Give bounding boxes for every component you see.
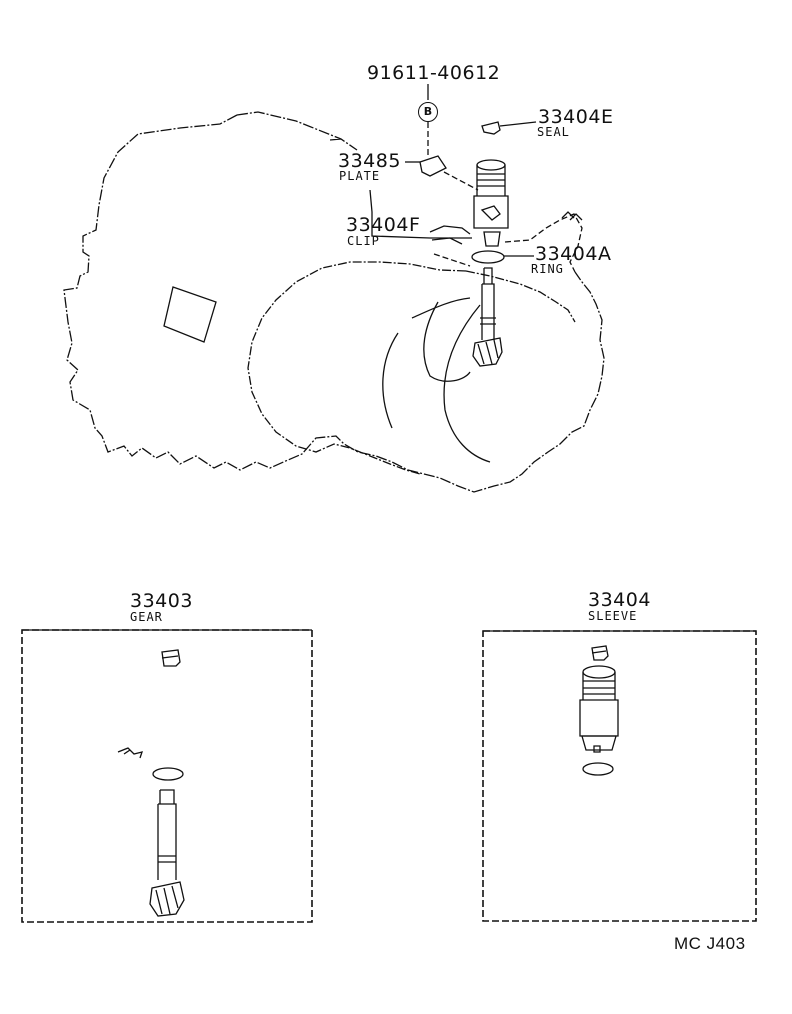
case-rib-curve <box>412 298 470 318</box>
sleeve-assembly <box>474 160 508 246</box>
sleeve-kit-ring <box>583 763 613 775</box>
case-rib-curve <box>444 305 490 462</box>
clip-part-name: CLIP <box>347 234 380 248</box>
case-rib-curve <box>424 302 470 381</box>
bell-housing-outline <box>248 262 575 474</box>
bolt-symbol-icon: B <box>418 102 438 122</box>
bolt-part-number: 91611-40612 <box>367 62 501 84</box>
seal-part-name: SEAL <box>537 125 570 139</box>
transmission-case-outline <box>64 112 604 492</box>
gear-kit-shaft <box>150 790 184 916</box>
gear-kit-ring <box>153 768 183 780</box>
seal-part-number: 33404E <box>538 106 614 128</box>
sleeve-kit-seal <box>592 646 608 660</box>
sleeve-kit-sleeve <box>580 666 618 752</box>
gear-kit-seal <box>162 650 180 666</box>
ring-part <box>472 251 504 263</box>
seal-leader <box>500 122 536 126</box>
clip-part-number: 33404F <box>346 214 421 236</box>
plate-part-number: 33485 <box>338 150 401 172</box>
gear-kit-frame <box>22 630 312 922</box>
sleeve-kit-number: 33404 <box>588 589 651 611</box>
plate-part <box>420 156 446 176</box>
gear-kit-number: 33403 <box>130 590 193 612</box>
gear-kit-clip <box>118 748 142 758</box>
ring-part-number: 33404A <box>535 243 612 265</box>
ring-part-name: RING <box>531 262 564 276</box>
plate-to-sleeve-leader <box>444 172 478 190</box>
seal-part <box>482 122 500 134</box>
case-small-flap <box>562 212 582 220</box>
case-dashed-line <box>434 214 582 272</box>
case-rib-curve <box>383 333 398 428</box>
clip-leader <box>370 190 472 238</box>
plate-part-name: PLATE <box>339 169 381 183</box>
diagram-code: MC J403 <box>674 934 746 953</box>
sleeve-kit-name: SLEEVE <box>588 609 638 623</box>
gear-kit-name: GEAR <box>130 610 163 624</box>
sleeve-kit-frame <box>483 631 756 921</box>
case-inspection-window <box>164 287 216 342</box>
driven-gear-shaft <box>473 268 502 366</box>
case-small-flap <box>430 226 470 244</box>
